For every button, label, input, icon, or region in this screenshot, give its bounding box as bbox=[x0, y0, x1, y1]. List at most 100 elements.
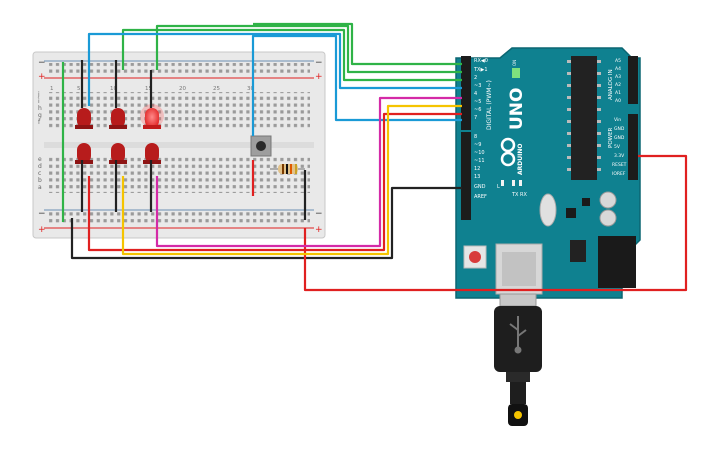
digital-label: DIGITAL (PWM~) bbox=[486, 80, 493, 130]
push-button[interactable] bbox=[250, 135, 272, 157]
row-letter-e: e bbox=[38, 156, 42, 163]
row-letter-i: i bbox=[38, 98, 40, 105]
row-letter-b: b bbox=[38, 177, 42, 184]
wire-blue-led1 bbox=[87, 32, 462, 106]
pin-label-2: 2 bbox=[474, 75, 477, 81]
pin-label-a1: A1 bbox=[615, 90, 621, 96]
on-led-label: ON bbox=[512, 60, 517, 66]
rail-bottom-minus-label: − bbox=[38, 209, 46, 219]
wire-green-pin13 bbox=[121, 28, 462, 82]
pin-label-13: 13 bbox=[474, 174, 480, 180]
power-jack bbox=[598, 236, 636, 288]
pin-label-12: 12 bbox=[474, 166, 480, 172]
power-header bbox=[628, 114, 638, 180]
l-led-label: L bbox=[497, 184, 500, 190]
wire-blue-button bbox=[251, 34, 462, 136]
pin-label-5: ~5 bbox=[474, 99, 481, 105]
rail-top-plus-label-right: + bbox=[315, 72, 323, 82]
usb-bolt-icon bbox=[514, 411, 522, 419]
row-letter-g: g bbox=[38, 112, 42, 119]
pin-label-ioref: IOREF bbox=[612, 171, 626, 177]
col-number-25: 25 bbox=[213, 86, 220, 92]
row-letter-d: d bbox=[38, 163, 42, 170]
power-pin-labels: Vin GND GND 5V 3.3V RESET IOREF bbox=[612, 117, 627, 177]
pin-label-a0: A0 bbox=[615, 98, 621, 104]
rail-top-minus-label: − bbox=[38, 58, 46, 68]
pin-label-aref: AREF bbox=[474, 194, 487, 200]
wire-magenta-led6 bbox=[155, 96, 462, 248]
column-numbers: 1 5 10 15 20 25 30 bbox=[50, 86, 254, 92]
pin-label-vin: Vin bbox=[614, 117, 621, 123]
col-number-15: 15 bbox=[145, 86, 152, 92]
led-1[interactable] bbox=[75, 108, 93, 129]
pin-label-10: ~10 bbox=[474, 150, 485, 156]
wire-red-5v bbox=[303, 154, 688, 292]
led-4[interactable] bbox=[75, 143, 93, 164]
pin-label-8: 8 bbox=[474, 134, 477, 140]
pin-label-gnd-1: GND bbox=[614, 135, 625, 141]
power-label: POWER bbox=[608, 127, 614, 148]
on-led bbox=[512, 68, 520, 78]
analog-pin-labels: A5 A4 A3 A2 A1 A0 bbox=[615, 58, 621, 104]
rail-bottom-plus-label-right: + bbox=[315, 225, 323, 235]
pin-label-a3: A3 bbox=[615, 74, 621, 80]
col-number-30: 30 bbox=[247, 86, 254, 92]
arduino-logo-icon bbox=[500, 137, 516, 167]
rail-bottom-minus-label-right: − bbox=[315, 209, 323, 219]
arduino-uno[interactable]: RX◀0 TX▶1 2 ~3 4 ~5 ~6 7 8 ~9 ~10 ~11 12… bbox=[455, 47, 641, 299]
resistor bbox=[270, 164, 305, 174]
pin-label-reset: RESET bbox=[612, 162, 627, 168]
pin-label-11: ~11 bbox=[474, 158, 485, 164]
pin-label-tx1: TX▶1 bbox=[473, 67, 488, 73]
col-number-1: 1 bbox=[50, 86, 54, 92]
reset-button[interactable] bbox=[469, 251, 481, 263]
row-letter-h: h bbox=[38, 105, 42, 112]
usb-icon bbox=[509, 316, 527, 354]
wire-yellow-led5 bbox=[121, 104, 462, 256]
center-channel bbox=[44, 142, 314, 148]
pin-label-5v: 5V bbox=[614, 144, 621, 150]
led-row-bottom bbox=[75, 143, 161, 164]
rail-top-minus-label-right: − bbox=[315, 58, 323, 68]
led-2[interactable] bbox=[109, 108, 127, 129]
rail-bottom-plus-label: + bbox=[38, 225, 46, 235]
capacitor-1 bbox=[599, 191, 617, 209]
row-letter-c: c bbox=[38, 170, 41, 177]
row-letter-f: f bbox=[38, 119, 41, 126]
analog-header bbox=[628, 56, 638, 104]
arduino-brand-text: ARDUINO bbox=[517, 144, 524, 175]
microcontroller-chip bbox=[571, 56, 597, 180]
digital-header bbox=[461, 56, 471, 220]
led-3-lit[interactable] bbox=[140, 104, 164, 129]
wire-green-pin12 bbox=[155, 24, 462, 74]
wire-black-gnd bbox=[70, 186, 462, 260]
crystal-oscillator bbox=[539, 193, 557, 227]
digital-pin-labels: RX◀0 TX▶1 2 ~3 4 ~5 ~6 7 8 ~9 ~10 ~11 12… bbox=[473, 58, 488, 200]
row-letter-a: a bbox=[38, 184, 42, 191]
col-number-5: 5 bbox=[77, 86, 81, 92]
usb-cable bbox=[494, 293, 542, 426]
top-terminal-strip: j i h g f bbox=[37, 91, 310, 128]
uno-logo-text: UNO bbox=[507, 88, 527, 130]
pin-label-gnd-2: GND bbox=[614, 126, 625, 132]
col-number-20: 20 bbox=[179, 86, 186, 92]
pin-label-a5: A5 bbox=[615, 58, 621, 64]
led-row-top bbox=[75, 104, 164, 129]
breadboard: − + − + j i h g f e d c b a 1 5 10 bbox=[32, 51, 326, 239]
wire-red-led4 bbox=[87, 112, 462, 252]
pin-label-3v3: 3.3V bbox=[614, 153, 625, 159]
pin-label-a4: A4 bbox=[615, 66, 621, 72]
row-letter-j: j bbox=[37, 91, 40, 98]
led-5[interactable] bbox=[109, 143, 127, 164]
pin-label-rx0: RX◀0 bbox=[474, 58, 488, 64]
pin-label-a2: A2 bbox=[615, 82, 621, 88]
pin-label-7: 7 bbox=[474, 115, 477, 121]
rx-led-label: RX bbox=[520, 192, 527, 198]
pin-label-3: ~3 bbox=[474, 83, 481, 89]
rail-top-plus-label: + bbox=[38, 72, 46, 82]
pin-label-gnd: GND bbox=[474, 184, 486, 190]
analog-label: ANALOG IN bbox=[608, 69, 614, 100]
wire-green-pin11 bbox=[253, 22, 462, 66]
wires bbox=[61, 22, 688, 292]
